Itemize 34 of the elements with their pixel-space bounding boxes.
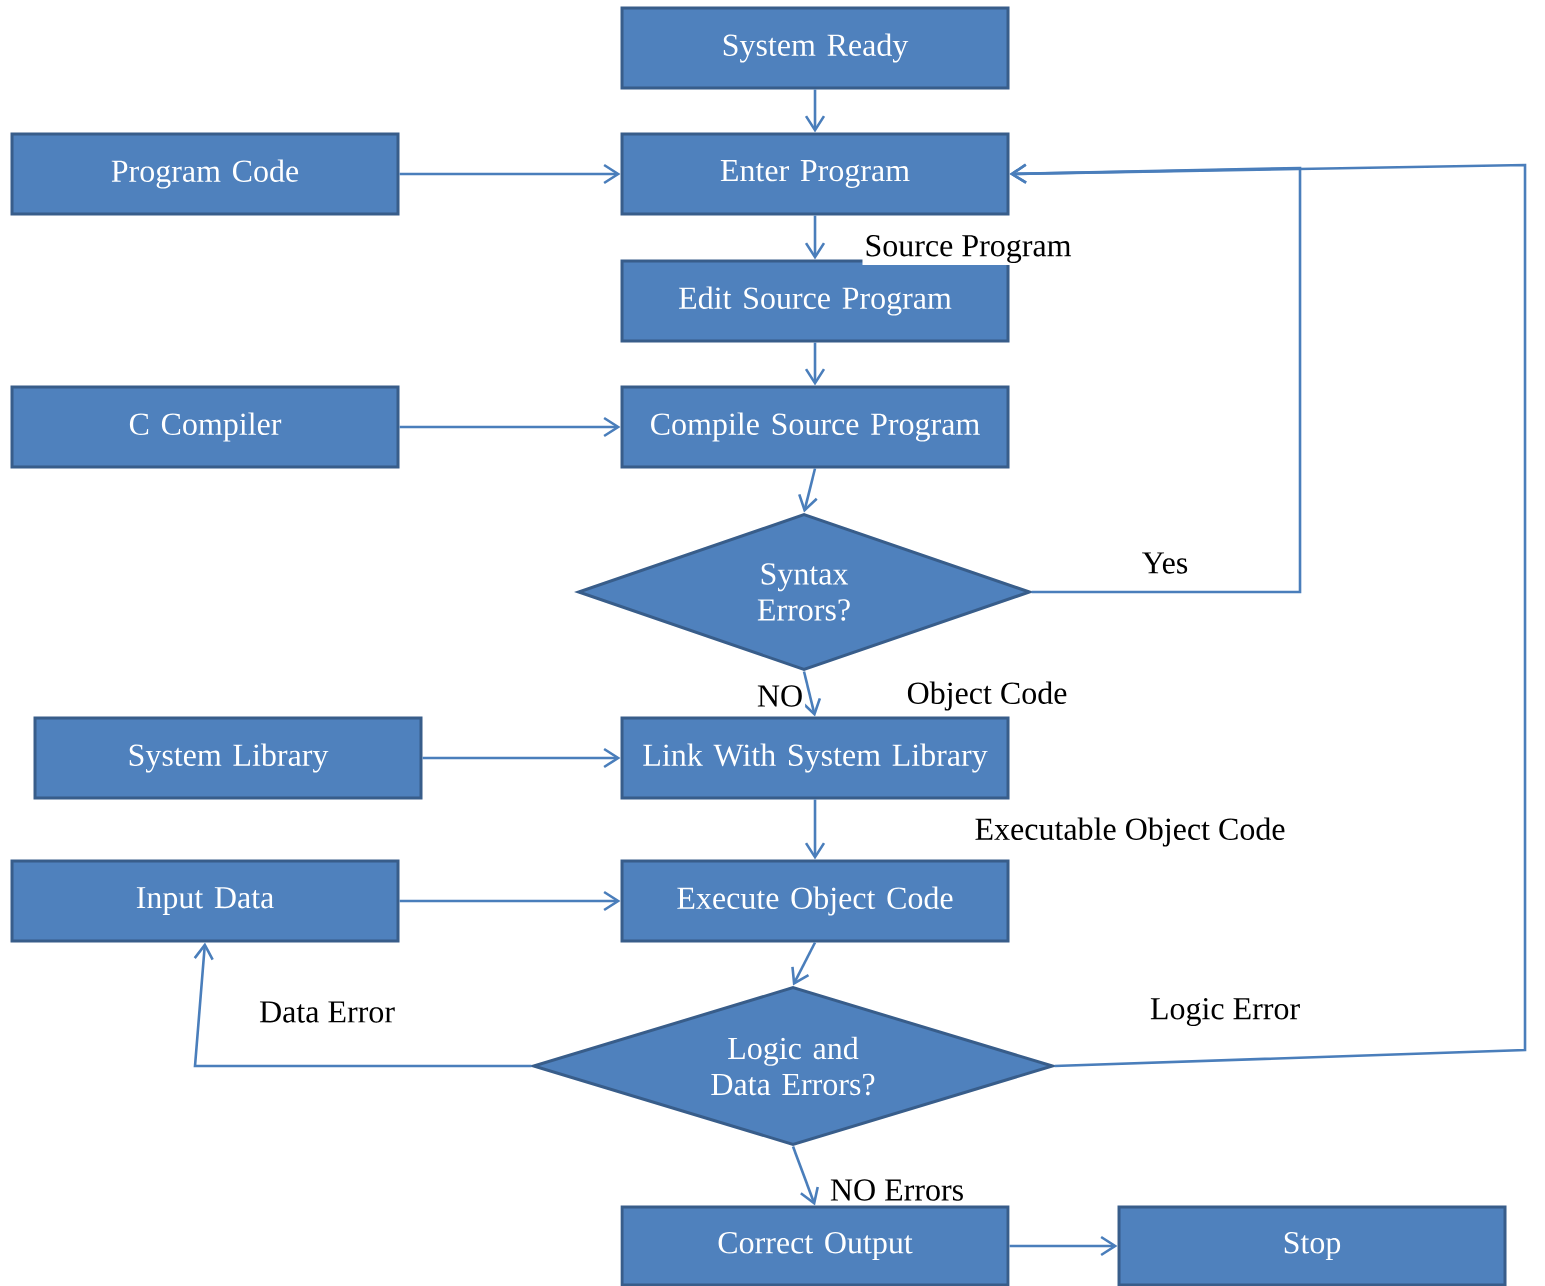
process-box: System Library	[33, 716, 423, 800]
arrow	[399, 163, 621, 185]
process-box: Enter Program	[620, 132, 1010, 216]
arrow	[399, 416, 621, 438]
text-label: Object Code	[904, 679, 1070, 713]
arrow	[798, 468, 818, 513]
arrow	[1009, 163, 1527, 1068]
edge-label: Yes	[1139, 550, 1191, 576]
edge-label: Logic Error	[1147, 995, 1303, 1029]
process-box: Execute Object Code	[620, 859, 1010, 943]
arrow	[1009, 1235, 1118, 1257]
edge-label: Source Program	[862, 232, 1074, 266]
edge-label: Executable Object Code	[972, 815, 1288, 849]
arrow	[193, 942, 532, 1068]
arrow	[801, 671, 822, 717]
process-box: Stop	[1117, 1205, 1507, 1286]
arrow	[804, 799, 826, 860]
process-box: Link With System Library	[620, 716, 1010, 800]
edge-label: NO	[754, 683, 806, 709]
arrow	[804, 215, 826, 260]
process-box: Correct Output	[620, 1205, 1010, 1286]
arrow	[399, 890, 621, 912]
edge-label: Data Error	[257, 999, 397, 1025]
process-box: Program Code	[10, 132, 400, 216]
process-box: System Ready	[620, 6, 1010, 90]
arrow	[791, 941, 817, 986]
arrow	[791, 1146, 819, 1206]
process-box: C Compiler	[10, 385, 400, 469]
arrow	[422, 747, 621, 769]
arrow	[804, 89, 826, 133]
process-box: Compile Source Program	[620, 385, 1010, 469]
process-box: Input Data	[10, 859, 400, 943]
edge-label: NO Errors	[827, 1177, 967, 1203]
arrow	[804, 342, 826, 386]
